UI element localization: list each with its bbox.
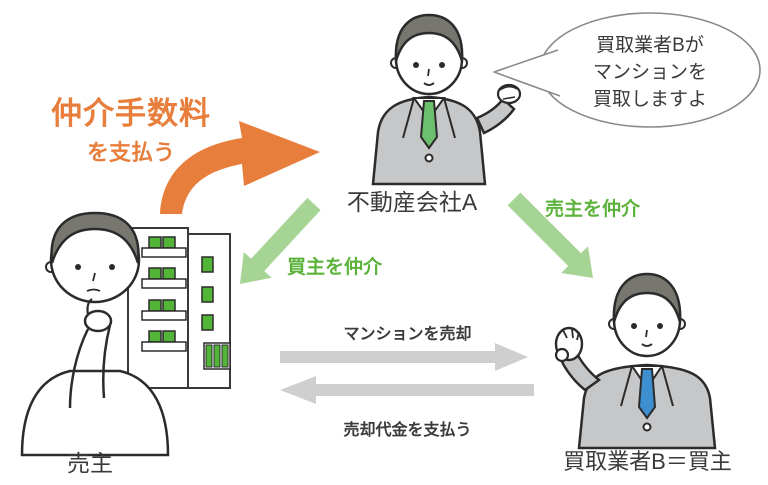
seller-head	[45, 211, 141, 333]
agent-a-head	[390, 13, 468, 96]
commission-label-line2: を支払う	[86, 140, 175, 165]
agent-a-body	[371, 83, 522, 186]
building-windows	[141, 236, 214, 352]
commission-label: 仲介手数料 を支払う	[40, 88, 222, 167]
buyer-b-figure	[554, 272, 717, 450]
buyer-b-hair	[612, 272, 682, 323]
seller-body	[20, 324, 170, 457]
speech-line-3: 買取しますよ	[592, 89, 707, 110]
broker-buyer-label: 買主を仲介	[287, 257, 383, 278]
payment-arrow-label: 売却代金を支払う	[343, 422, 472, 439]
buyer-b-head	[608, 272, 686, 358]
broker-buyer-arrow	[240, 197, 321, 284]
sell-arrow	[280, 343, 528, 371]
seller-hand	[83, 309, 113, 333]
building-entrance	[203, 342, 231, 370]
agent-a-hair	[394, 13, 464, 62]
speech-bubble	[493, 12, 761, 128]
seller-label: 売主	[67, 450, 113, 476]
seller-figure	[20, 211, 231, 457]
buyer-b-label: 買取業者B＝買主	[563, 449, 732, 474]
speech-bubble-text: 買取業者Bが マンションを 買取しますよ	[565, 32, 735, 113]
agent-a-hand	[496, 83, 522, 105]
building-illustration	[127, 227, 231, 389]
seller-hair	[50, 211, 140, 264]
agent-a-figure	[371, 13, 522, 186]
commission-label-line1: 仲介手数料	[51, 96, 211, 131]
broker-seller-label: 売主を仲介	[545, 199, 641, 220]
agent-a-label: 不動産会社A	[346, 189, 478, 215]
sell-arrow-label: マンションを売却	[343, 326, 472, 343]
speech-line-1: 買取業者Bが	[596, 35, 704, 56]
buyer-b-tie	[637, 368, 657, 420]
buyer-b-body	[554, 326, 717, 450]
speech-line-2: マンションを	[592, 62, 707, 83]
broker-seller-arrow	[507, 192, 593, 278]
commission-arrow	[160, 121, 320, 214]
speech-bubble-tail	[493, 49, 561, 97]
agent-a-tie	[419, 100, 439, 150]
agent-a-arm	[475, 97, 516, 135]
payment-arrow	[280, 376, 534, 404]
